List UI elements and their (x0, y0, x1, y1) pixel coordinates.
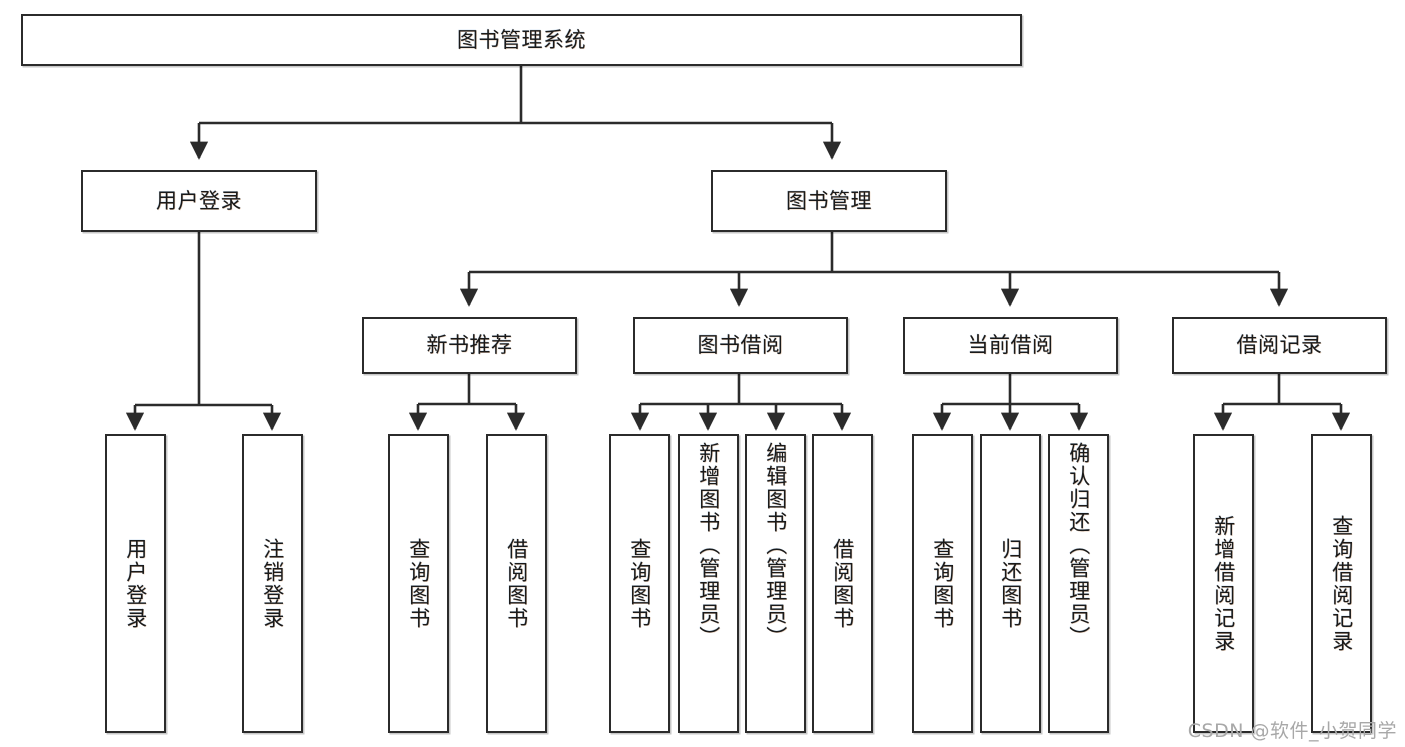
leaf-book-borrow-borrow-book[interactable]: 借阅图书 (812, 434, 873, 733)
leaf-user-login-login[interactable]: 用户登录 (105, 434, 166, 733)
node-label: 新增图书（管理员） (696, 442, 721, 649)
node-label: 当前借阅 (967, 333, 1054, 358)
leaf-borrow-record-query-record[interactable]: 查询借阅记录 (1311, 434, 1372, 733)
leaf-current-borrow-query-book[interactable]: 查询图书 (912, 434, 973, 733)
node-root-book-management-system[interactable]: 图书管理系统 (21, 14, 1022, 66)
node-label: 新书推荐 (426, 333, 513, 358)
leaf-book-borrow-edit-book-admin[interactable]: 编辑图书（管理员） (745, 434, 806, 733)
node-label: 新增借阅记录 (1211, 514, 1236, 653)
node-label: 借阅图书 (830, 537, 855, 630)
node-label: 确认归还（管理员） (1066, 442, 1091, 649)
node-label: 借阅记录 (1236, 333, 1323, 358)
node-current-borrow[interactable]: 当前借阅 (903, 317, 1118, 374)
leaf-current-borrow-return-book[interactable]: 归还图书 (980, 434, 1041, 733)
node-label: 查询借阅记录 (1329, 514, 1354, 653)
node-label: 图书借阅 (697, 333, 784, 358)
node-label: 图书管理系统 (457, 27, 586, 52)
node-label: 编辑图书（管理员） (763, 442, 788, 649)
node-label: 借阅图书 (504, 537, 529, 630)
node-label: 注销登录 (260, 537, 285, 630)
leaf-book-borrow-add-book-admin[interactable]: 新增图书（管理员） (678, 434, 739, 733)
leaf-new-book-borrow-book[interactable]: 借阅图书 (486, 434, 547, 733)
leaf-current-borrow-confirm-return-admin[interactable]: 确认归还（管理员） (1048, 434, 1109, 733)
node-label: 归还图书 (998, 537, 1023, 630)
leaf-new-book-query-book[interactable]: 查询图书 (388, 434, 449, 733)
leaf-borrow-record-add-record[interactable]: 新增借阅记录 (1193, 434, 1254, 733)
leaf-user-login-logout[interactable]: 注销登录 (242, 434, 303, 733)
node-label: 查询图书 (406, 537, 431, 630)
node-label: 用户登录 (156, 188, 242, 213)
node-new-book-recommend[interactable]: 新书推荐 (362, 317, 577, 374)
node-label: 查询图书 (930, 537, 955, 630)
node-book-borrow[interactable]: 图书借阅 (633, 317, 848, 374)
leaf-book-borrow-query-book[interactable]: 查询图书 (609, 434, 670, 733)
node-borrow-record[interactable]: 借阅记录 (1172, 317, 1387, 374)
node-book-management[interactable]: 图书管理 (711, 170, 947, 232)
node-label: 图书管理 (786, 188, 872, 213)
node-user-login[interactable]: 用户登录 (81, 170, 317, 232)
watermark-text: CSDN @软件_小贺同学 (1187, 720, 1397, 742)
node-label: 查询图书 (627, 537, 652, 630)
node-label: 用户登录 (123, 537, 148, 630)
